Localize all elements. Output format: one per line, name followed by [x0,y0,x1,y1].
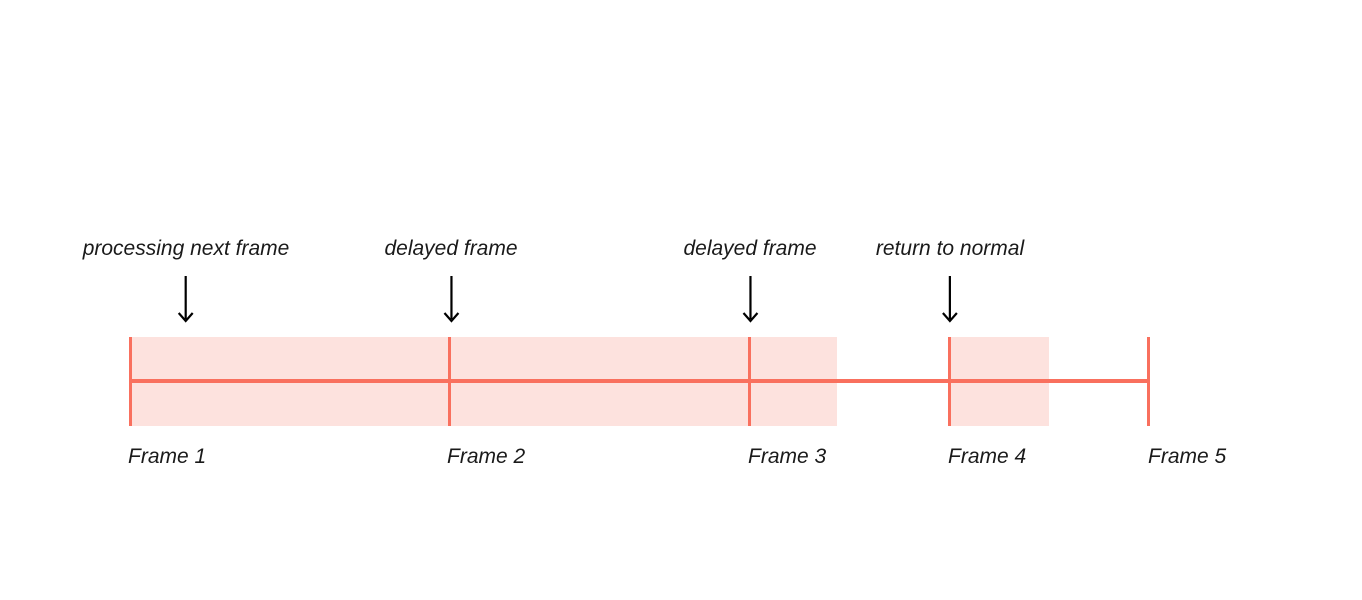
frame-tick [1147,337,1150,426]
arrow-down-icon [443,276,459,323]
annotation: delayed frame [683,236,817,323]
arrow-down-icon [942,276,958,323]
frame-tick [948,337,951,426]
frame-label: Frame 1 [128,445,207,468]
annotation-label: delayed frame [384,237,518,260]
arrow-down-icon [178,276,194,323]
arrow-down-icon [742,276,758,323]
annotation: processing next frame [82,236,290,323]
frame-label: Frame 5 [1148,445,1227,468]
frame-tick [748,337,751,426]
frame-label: Frame 4 [948,445,1027,468]
annotation-label: processing next frame [82,237,290,260]
annotation: delayed frame [384,236,518,323]
annotation: return to normal [876,236,1024,323]
annotation-label: return to normal [875,237,1025,260]
frame-label: Frame 2 [447,445,526,468]
frame-tick [448,337,451,426]
annotation-label: delayed frame [683,237,817,260]
frame-tick [129,337,132,426]
frame-label: Frame 3 [748,445,827,468]
timeline-baseline [130,379,1149,383]
